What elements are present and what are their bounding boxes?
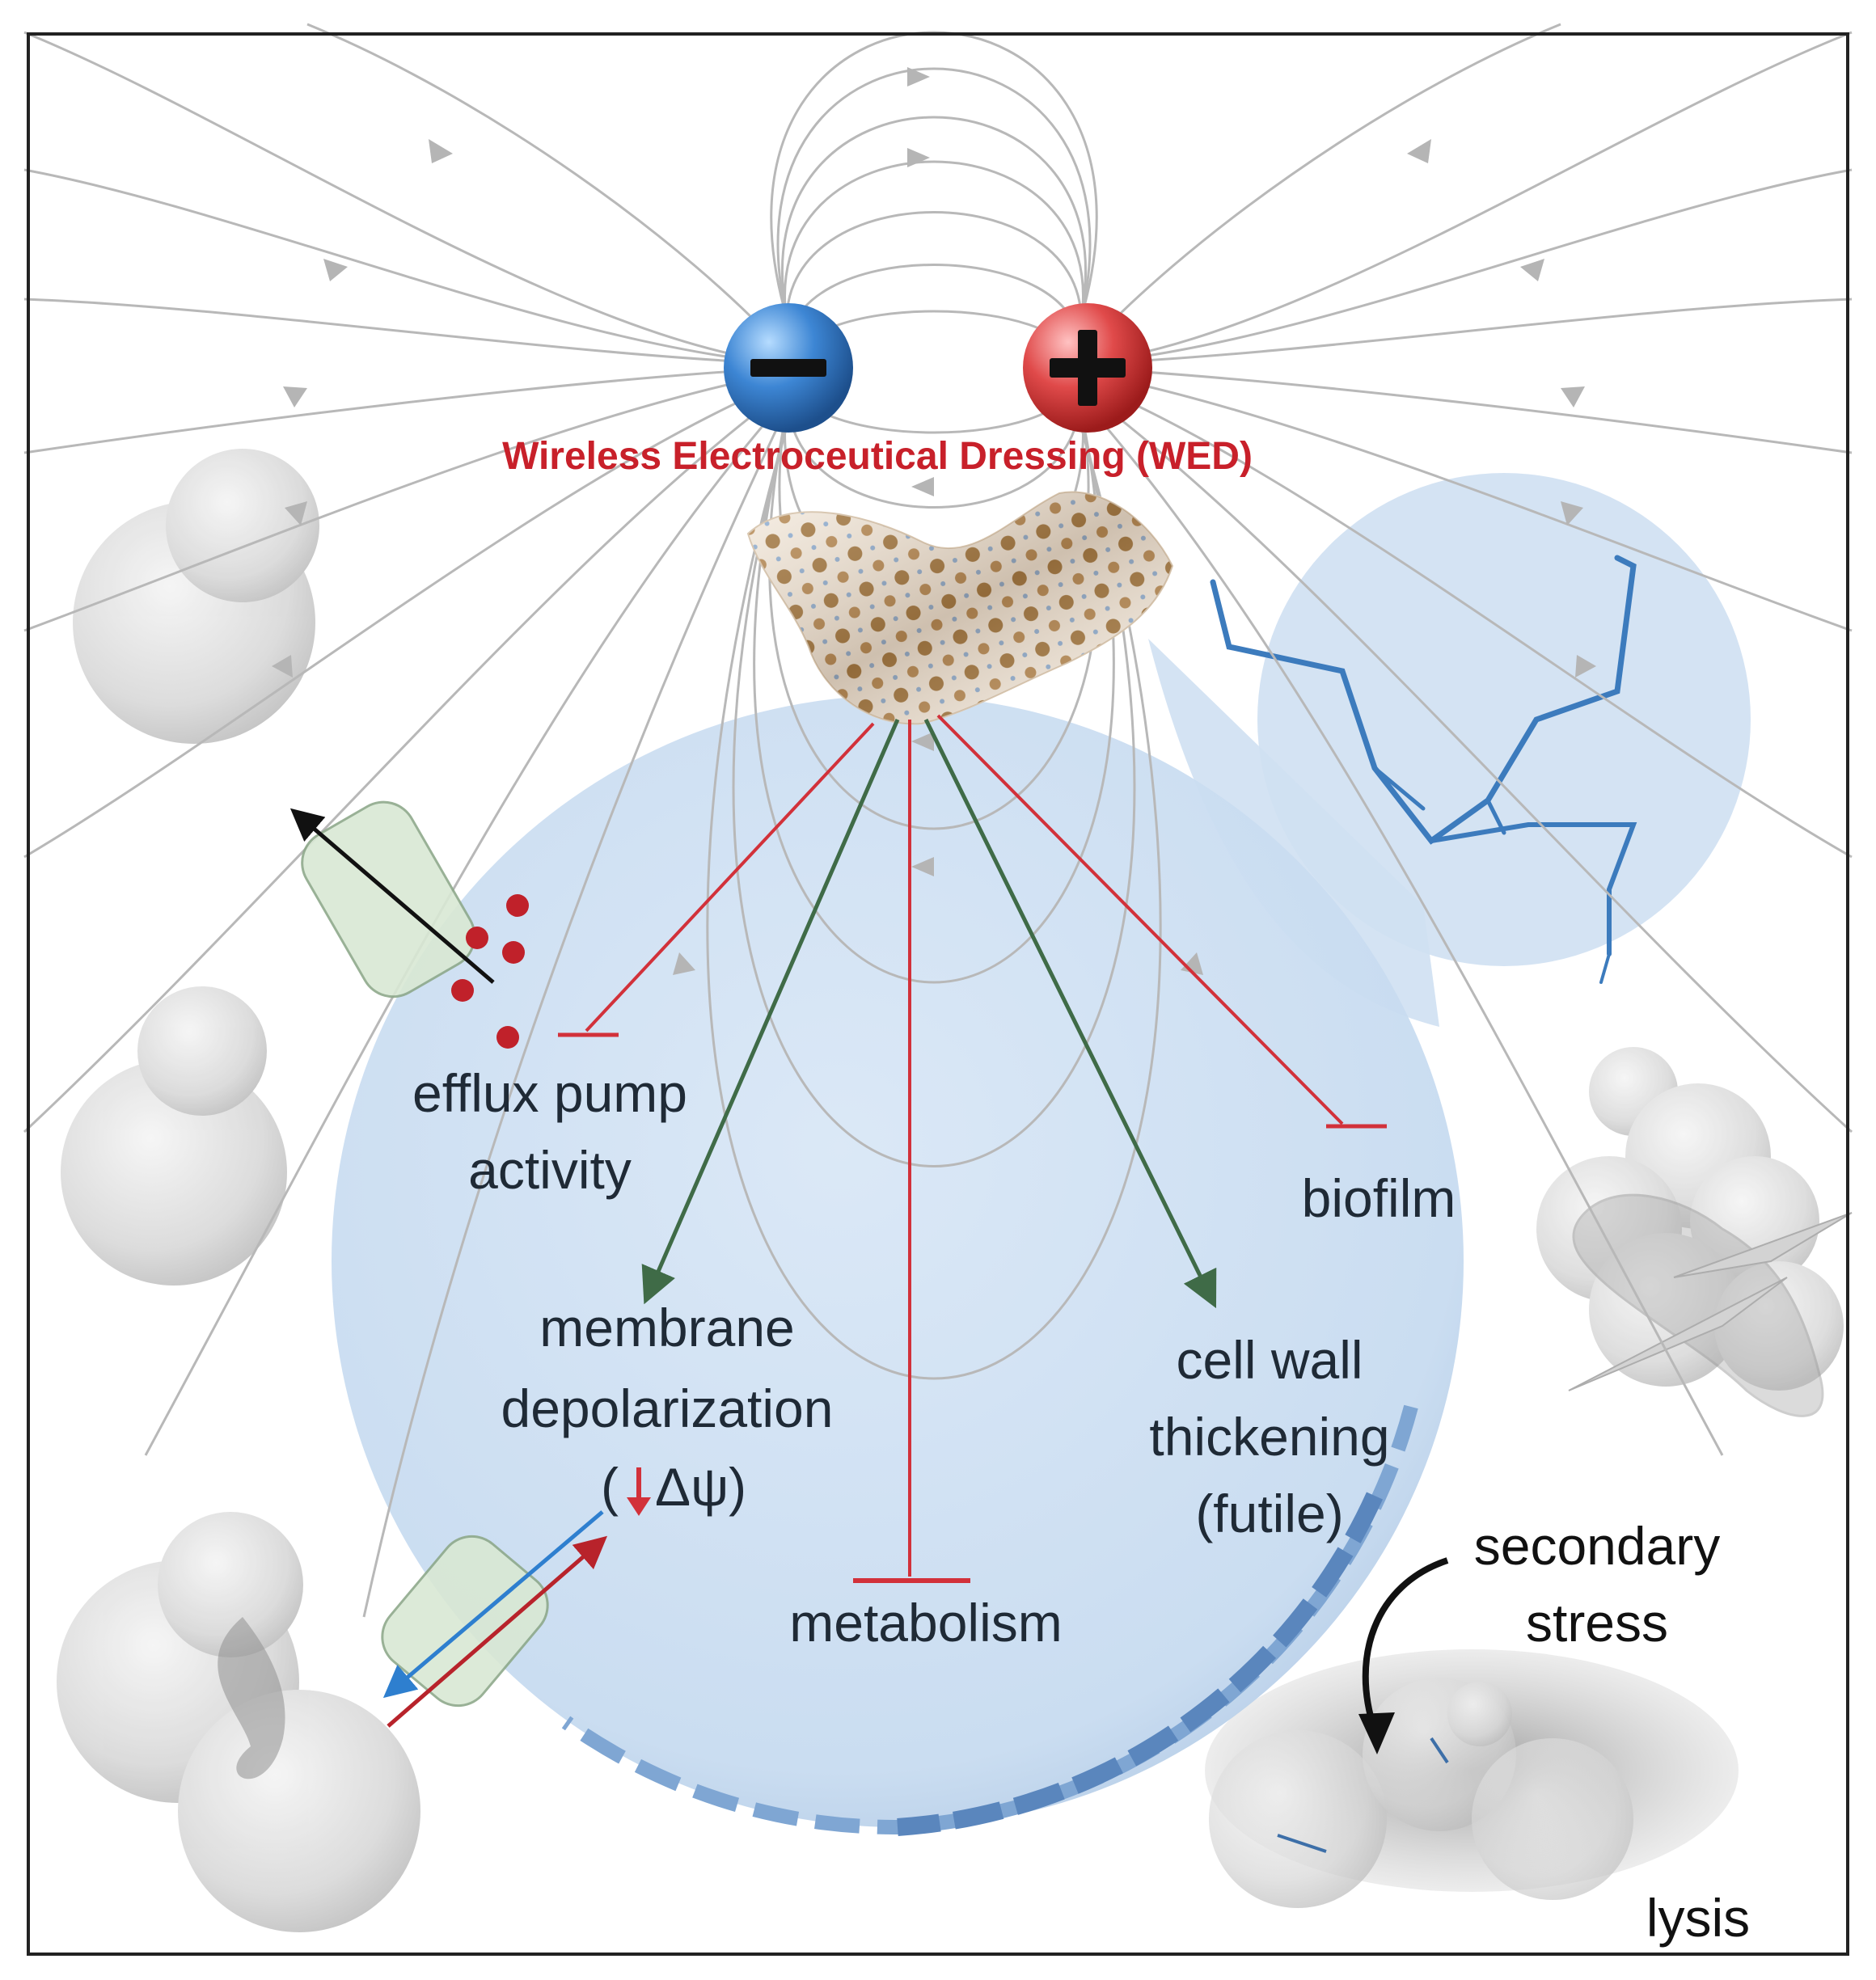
membrane-label-line3-open: (: [601, 1457, 619, 1517]
down-arrow-icon: [627, 1467, 651, 1516]
ion-channel-icon: [381, 1510, 608, 1728]
ghost-cell-left-middle: [61, 986, 287, 1286]
efflux-pump-icon: [289, 800, 529, 1049]
background-cells: [57, 449, 1853, 1932]
dressing-patch-icon: [746, 491, 1174, 725]
membrane-promote-line: [641, 719, 900, 1305]
secondary-stress-arrow: [1358, 1557, 1449, 1754]
cellwall-promote-line: [923, 718, 1217, 1309]
plus-electrode-icon: [1050, 330, 1126, 406]
positive-electrode: [1023, 303, 1152, 433]
secondary-label-line2: stress: [1526, 1593, 1668, 1653]
lysed-cells-bottom-right: [1205, 1649, 1739, 1908]
figure-border: [27, 32, 1849, 1956]
cellwall-label-line3: (futile): [1195, 1484, 1343, 1543]
lysis-label: lysis: [1646, 1888, 1750, 1948]
negative-electrode: [724, 303, 853, 433]
secondary-label-line1: secondary: [1474, 1516, 1721, 1576]
efflux-label-line2: activity: [468, 1140, 632, 1200]
main-bacterial-cell: [332, 695, 1464, 1836]
field-arrowheads: [272, 67, 1596, 975]
efflux-label-line1: efflux pump: [412, 1063, 687, 1123]
wed-title: Wireless Electroceutical Dressing (WED): [502, 435, 1253, 478]
biofilm-region: [1148, 473, 1751, 1027]
efflux-inhibit-line: [585, 722, 875, 1032]
effect-labels: efflux pump activity membrane depolariza…: [412, 1063, 1750, 1948]
biofilm-inhibit-line: [936, 714, 1344, 1125]
ghost-cell-left-bottom: [57, 1512, 420, 1932]
membrane-label-line3-symbol: Δψ): [655, 1457, 746, 1517]
biofilm-label: biofilm: [1302, 1168, 1456, 1228]
cellwall-label-line1: cell wall: [1176, 1330, 1363, 1390]
cellwall-label-line2: thickening: [1149, 1407, 1389, 1467]
minus-electrode-icon: [750, 359, 826, 377]
membrane-label-line2: depolarization: [501, 1378, 834, 1438]
ghost-cell-cluster-right: [1536, 1047, 1853, 1417]
ghost-cell-left-top: [73, 449, 319, 744]
effect-lines: [558, 714, 1387, 1583]
membrane-label-line1: membrane: [539, 1298, 794, 1357]
biofilm-cracks: [1210, 555, 1637, 984]
metabolism-label: metabolism: [789, 1593, 1062, 1653]
